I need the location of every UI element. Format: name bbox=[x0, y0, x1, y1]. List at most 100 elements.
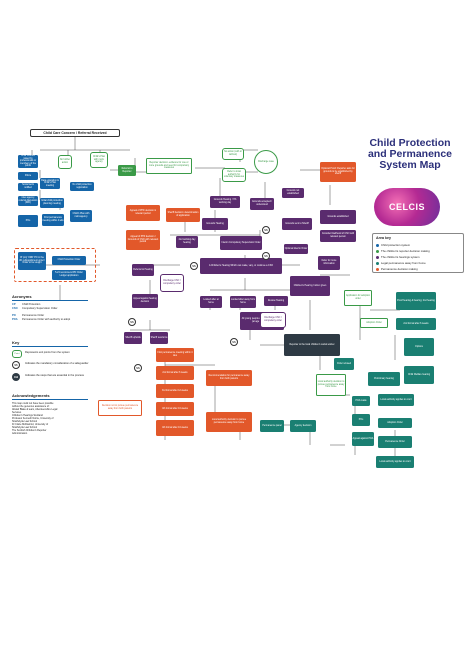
node-ird: Inter-agency referral discussion (IRD) bbox=[18, 196, 38, 206]
node-discharge-case: Discharge case bbox=[254, 150, 278, 174]
area-key-item: The children's reporter decision making bbox=[376, 249, 430, 253]
node-permanence-order: Permanence Order bbox=[378, 436, 412, 448]
node-child-welfare: Child Welfare hearing bbox=[404, 366, 434, 384]
acknowledgements-heading: Acknowledgements bbox=[12, 393, 50, 398]
node-recommend-perm: Recommendation for permanence away from … bbox=[206, 370, 252, 386]
node-local-auth-applies: Local authority applies to court bbox=[378, 394, 414, 406]
key-item-essential: 10d Indicates the steps that are essenti… bbox=[12, 373, 92, 382]
node-agency-decision: Agency decision bbox=[290, 420, 316, 432]
referral-received-header: Child Care Concern / Referral Received bbox=[30, 129, 120, 137]
divider bbox=[12, 399, 88, 400]
area-key-label: Child protection system bbox=[381, 243, 411, 247]
node-reporter-decision: Reporter decision: evidence for one or m… bbox=[146, 158, 192, 174]
safeguarder-marker: SS bbox=[128, 318, 136, 326]
node-no-action: No action (with or without) bbox=[222, 148, 244, 160]
ack-text: Dr Claire McDiarmid, University of bbox=[12, 423, 48, 426]
ack-text: The Scottish Children's Reporter bbox=[12, 429, 47, 432]
node-2nd-day: 2nd working day hearing bbox=[176, 236, 198, 248]
node-referral-hearing: Referral to Hearing bbox=[132, 264, 154, 276]
ack-text: Professor Kenneth Norrie, University of bbox=[12, 417, 54, 420]
node-looked-away: Looked after away from home bbox=[230, 296, 256, 308]
node-child-concern: Child concern raised by professionals or… bbox=[18, 155, 38, 168]
node-fourth-perm: 4th formal after 16 weeks bbox=[156, 402, 194, 416]
node-permanence-panel: Permanence panel bbox=[260, 420, 284, 432]
node-grounds-accepted: Grounds accepted / understood bbox=[250, 198, 274, 210]
area-key: Area key Child protection system The chi… bbox=[372, 233, 464, 273]
area-key-item: The children's hearings system bbox=[376, 255, 419, 259]
node-la-decision: Local authority decision to pursue perma… bbox=[206, 412, 252, 432]
node-appeal-phf-2: Appeal of PHF decision / Grounds of CSO … bbox=[126, 230, 160, 250]
node-discharge-cso: Discharge CSO / compulsory order bbox=[160, 274, 184, 292]
node-discharge-2: Discharge CSO / compulsory order bbox=[260, 312, 286, 328]
node-first-perm-meeting: First permanence meeting within 4 wks bbox=[156, 348, 194, 362]
node-no-cp-registration: No child protection registration bbox=[70, 182, 94, 191]
color-swatch bbox=[376, 267, 379, 271]
area-key-label: Permanence decision making bbox=[381, 267, 418, 271]
node-grounds-hearing-2: Grounds Hearing bbox=[202, 218, 228, 230]
node-consider-likelihood: Consider likelihood of CSO with relevant… bbox=[320, 230, 356, 242]
node-police: Police bbox=[18, 172, 38, 180]
dashed-region bbox=[14, 248, 96, 282]
color-swatch bbox=[376, 243, 379, 247]
area-key-item: Legal permanence away from home bbox=[376, 261, 426, 265]
safeguarder-marker: SS bbox=[262, 252, 270, 260]
area-key-label: The children's reporter decision making bbox=[381, 249, 430, 253]
divider bbox=[12, 300, 88, 301]
node-sheriff-decision: Sheriff decision: determination of appli… bbox=[166, 208, 200, 222]
safeguarder-marker: SS bbox=[262, 226, 270, 234]
key-heading: Key bbox=[12, 340, 20, 345]
color-swatch bbox=[376, 261, 379, 265]
essential-step-icon: 10d bbox=[12, 373, 20, 381]
node-second-perm: 2nd formal after 6 weeks bbox=[156, 366, 194, 380]
node-sw-notified: Social work notified bbox=[18, 183, 38, 191]
node-not-pursue-perm: Decision not to pursue permanence away f… bbox=[98, 400, 142, 416]
safeguarder-marker: SS bbox=[190, 262, 198, 270]
area-key-label: The children's hearings system bbox=[381, 255, 420, 259]
area-key-label: Legal permanence away from home bbox=[381, 261, 426, 265]
ack-text: Alistair Blake & team, Aberdeenshire Leg… bbox=[12, 408, 58, 411]
node-appeal-hearing: Appeal against hearing decision bbox=[132, 294, 158, 308]
node-grounds-established: Grounds established bbox=[320, 210, 356, 224]
node-prelim-hearing: Preliminary hearing bbox=[368, 372, 400, 386]
node-adoption-order: Adoption Order bbox=[378, 418, 412, 428]
node-child-protection-order: Child Protection Order bbox=[52, 256, 86, 265]
node-looked-after-perm: Local authority decision to pursue perma… bbox=[316, 374, 346, 396]
safeguarder-icon: SS bbox=[12, 361, 20, 369]
node-options: Options bbox=[404, 338, 434, 356]
logo-mark bbox=[374, 188, 440, 226]
node-application-adoption: Application for adoption order bbox=[344, 290, 372, 306]
node-sheriff-upholds: Sheriff upholds bbox=[124, 332, 142, 344]
acronyms-heading: Acronyms bbox=[12, 294, 32, 299]
node-apply-court: Local authority applies to court bbox=[376, 456, 414, 468]
node-5-24: 5-24 recommend PD Order Lodger applicati… bbox=[52, 270, 86, 280]
ack-text: Administration bbox=[12, 432, 28, 435]
node-notice-given: Children's Hearing 'notice' given bbox=[290, 276, 330, 296]
color-swatch bbox=[376, 255, 379, 259]
area-key-title: Area key bbox=[376, 236, 391, 240]
node-sheriff-overturns: Sheriff overturns bbox=[150, 332, 168, 344]
area-key-item: Child protection system bbox=[376, 243, 410, 247]
ack-text: without the generous assistance of: bbox=[12, 405, 50, 408]
node-grounds-sent: Grounds sent to Sheriff bbox=[282, 218, 312, 230]
node-grounds-not-est: Grounds not established bbox=[282, 188, 304, 198]
node-cp-meeting: First permanence meeting within 4 wks bbox=[42, 214, 64, 226]
divider bbox=[12, 346, 88, 347]
key-text: Indicates the steps that are essential i… bbox=[25, 374, 84, 377]
node-cp-reg: POs bbox=[18, 215, 38, 227]
node-poa-made: POA made bbox=[352, 396, 370, 406]
node-data-education: Data education & Child's Plan meeting bbox=[40, 178, 60, 189]
ack-text: Strathclyde Law School bbox=[12, 426, 37, 429]
ack-text: This map could not have been possible bbox=[12, 402, 54, 405]
map-title: Child Protection and Permanence System M… bbox=[362, 137, 458, 171]
ack-text: Children's Hearings Scotland bbox=[12, 414, 43, 417]
node-pos: POs bbox=[352, 414, 370, 426]
node-initial-cpm: Initial child protection planning meetin… bbox=[40, 198, 64, 208]
logo-wordmark: CELCIS bbox=[388, 202, 425, 212]
node-optional-proof: Optional Proof: Reporter asks for ground… bbox=[320, 162, 356, 182]
node-proof-hearing: Proof hearing & hearing; 2nd hearing bbox=[396, 292, 436, 310]
